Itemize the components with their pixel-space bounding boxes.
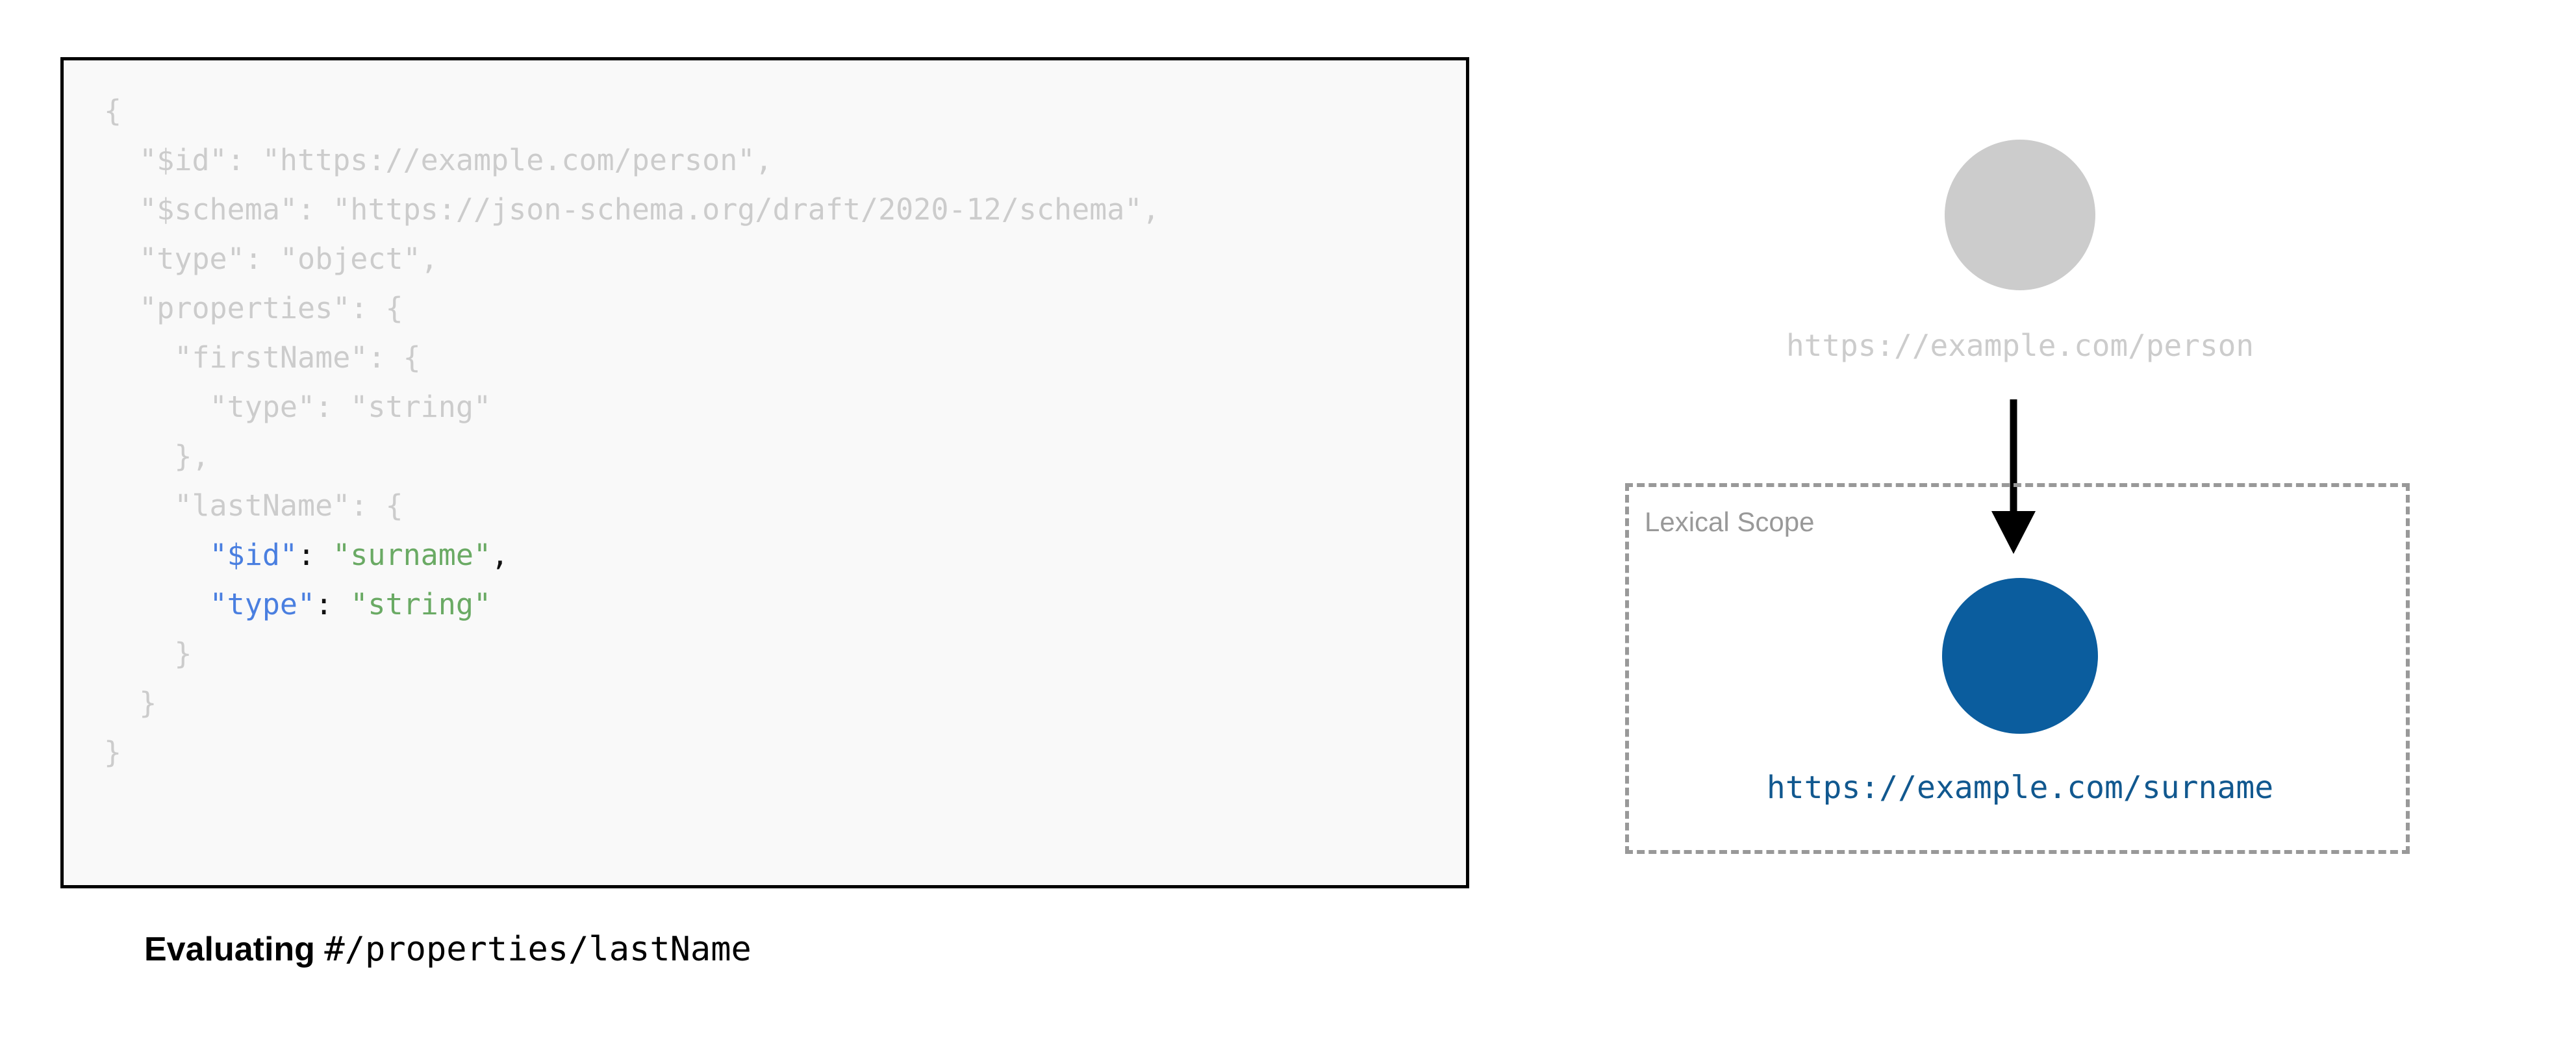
left-caption: Evaluating #/properties/lastName	[144, 930, 751, 969]
code-line: "$id": "https://example.com/person",	[104, 136, 1160, 185]
code-line: }	[104, 679, 1160, 728]
code-line: "type": "object",	[104, 234, 1160, 284]
code-line: "$id": "surname",	[104, 531, 1160, 580]
code-token: "type": "object",	[139, 242, 438, 276]
inner-node-circle	[1942, 578, 2098, 734]
code-token: }	[104, 735, 122, 770]
code-block: { "$id": "https://example.com/person", "…	[60, 57, 1469, 888]
code-token: }	[139, 686, 157, 720]
code-token: :	[297, 538, 333, 572]
outer-node-circle	[1945, 140, 2095, 290]
code-token: "$id"	[209, 538, 298, 572]
schema-code-panel: { "$id": "https://example.com/person", "…	[60, 57, 1469, 969]
lexical-scope-box	[1625, 483, 2410, 854]
code-line: "properties": {	[104, 284, 1160, 333]
outer-node-label: https://example.com/person	[1786, 328, 2254, 363]
code-token: {	[104, 94, 122, 128]
code-token: "firstName": {	[174, 340, 421, 375]
code-token: "$id": "https://example.com/person",	[139, 143, 773, 177]
code-content: { "$id": "https://example.com/person", "…	[104, 86, 1160, 777]
code-token: "lastName": {	[174, 488, 403, 523]
code-token: "$schema": "https://json-schema.org/draf…	[139, 192, 1160, 227]
left-caption-strong: Evaluating	[144, 931, 325, 968]
code-token: "string"	[350, 587, 492, 621]
inner-node-label: https://example.com/surname	[1766, 770, 2274, 806]
code-line: "type": "string"	[104, 580, 1160, 629]
arrow-down-icon	[1991, 399, 2036, 554]
code-line: "lastName": {	[104, 481, 1160, 531]
code-line: }	[104, 629, 1160, 679]
code-token: "properties": {	[139, 291, 403, 325]
code-line: {	[104, 86, 1160, 136]
lexical-scope-diagram-panel: https://example.com/person Lexical Scope…	[1526, 0, 2576, 1039]
code-token: }	[174, 636, 192, 671]
code-token: :	[315, 587, 351, 621]
code-token: },	[174, 439, 210, 473]
code-token: "surname"	[333, 538, 492, 572]
code-token: ,	[491, 538, 509, 572]
lexical-scope-label: Lexical Scope	[1645, 507, 1815, 537]
code-line: "$schema": "https://json-schema.org/draf…	[104, 185, 1160, 234]
code-line: },	[104, 432, 1160, 481]
left-caption-mono: #/properties/lastName	[324, 930, 751, 969]
code-line: "type": "string"	[104, 382, 1160, 432]
code-token: "type": "string"	[209, 390, 492, 424]
code-line: }	[104, 728, 1160, 777]
code-line: "firstName": {	[104, 333, 1160, 382]
code-token: "type"	[209, 587, 316, 621]
